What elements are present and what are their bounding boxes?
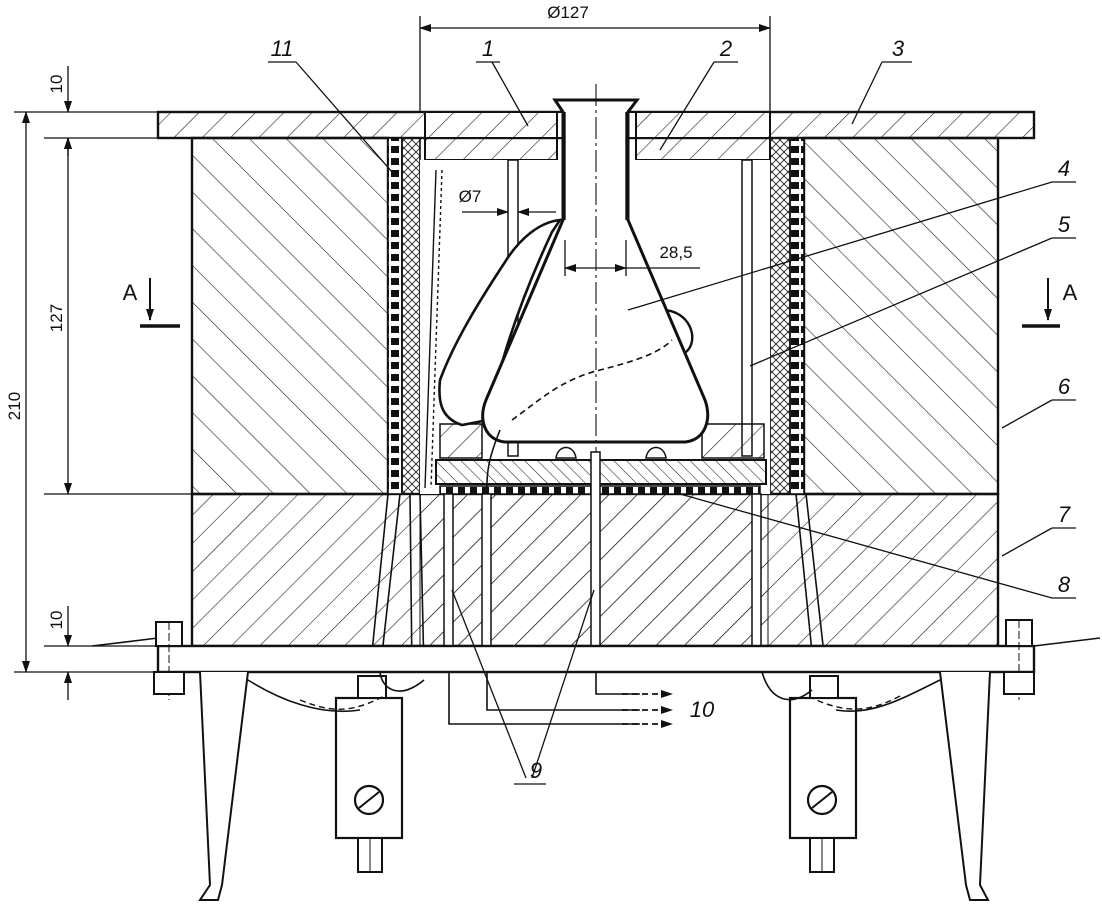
callout-6: 6 [1058, 374, 1071, 399]
heater-leads [369, 493, 827, 673]
dim-height-10-bottom: 10 [47, 611, 66, 630]
sample [438, 218, 563, 427]
upper-insulation [190, 136, 1000, 496]
callout-3: 3 [892, 36, 905, 61]
dim-height-10-top: 10 [47, 75, 66, 94]
dimension-lines [14, 16, 771, 700]
callout-2: 2 [719, 36, 732, 61]
callout-9: 9 [530, 758, 542, 783]
callout-10: 10 [690, 697, 715, 722]
callout-11: 11 [271, 36, 294, 61]
base-plate [91, 619, 1101, 901]
dim-height-127: 127 [47, 304, 66, 332]
dim-diameter-7: Ø7 [459, 187, 482, 206]
callout-8: 8 [1058, 572, 1071, 597]
section-markers [140, 278, 1060, 328]
dim-width-28-5: 28,5 [659, 243, 692, 262]
lid [156, 110, 1036, 161]
text-labels: Ø127 Ø7 28,5 10 127 210 10 A A 1 2 3 4 5… [5, 3, 1078, 783]
callout-5: 5 [1058, 212, 1071, 237]
leader-lines [268, 61, 1076, 785]
dim-height-210: 210 [5, 392, 24, 420]
heater-walls [387, 137, 805, 495]
section-mark-left: A [123, 280, 138, 305]
section-mark-right: A [1063, 280, 1078, 305]
callout-7: 7 [1058, 502, 1071, 527]
callout-1: 1 [482, 36, 494, 61]
dim-diameter-127: Ø127 [547, 3, 589, 22]
callout-4: 4 [1058, 156, 1070, 181]
